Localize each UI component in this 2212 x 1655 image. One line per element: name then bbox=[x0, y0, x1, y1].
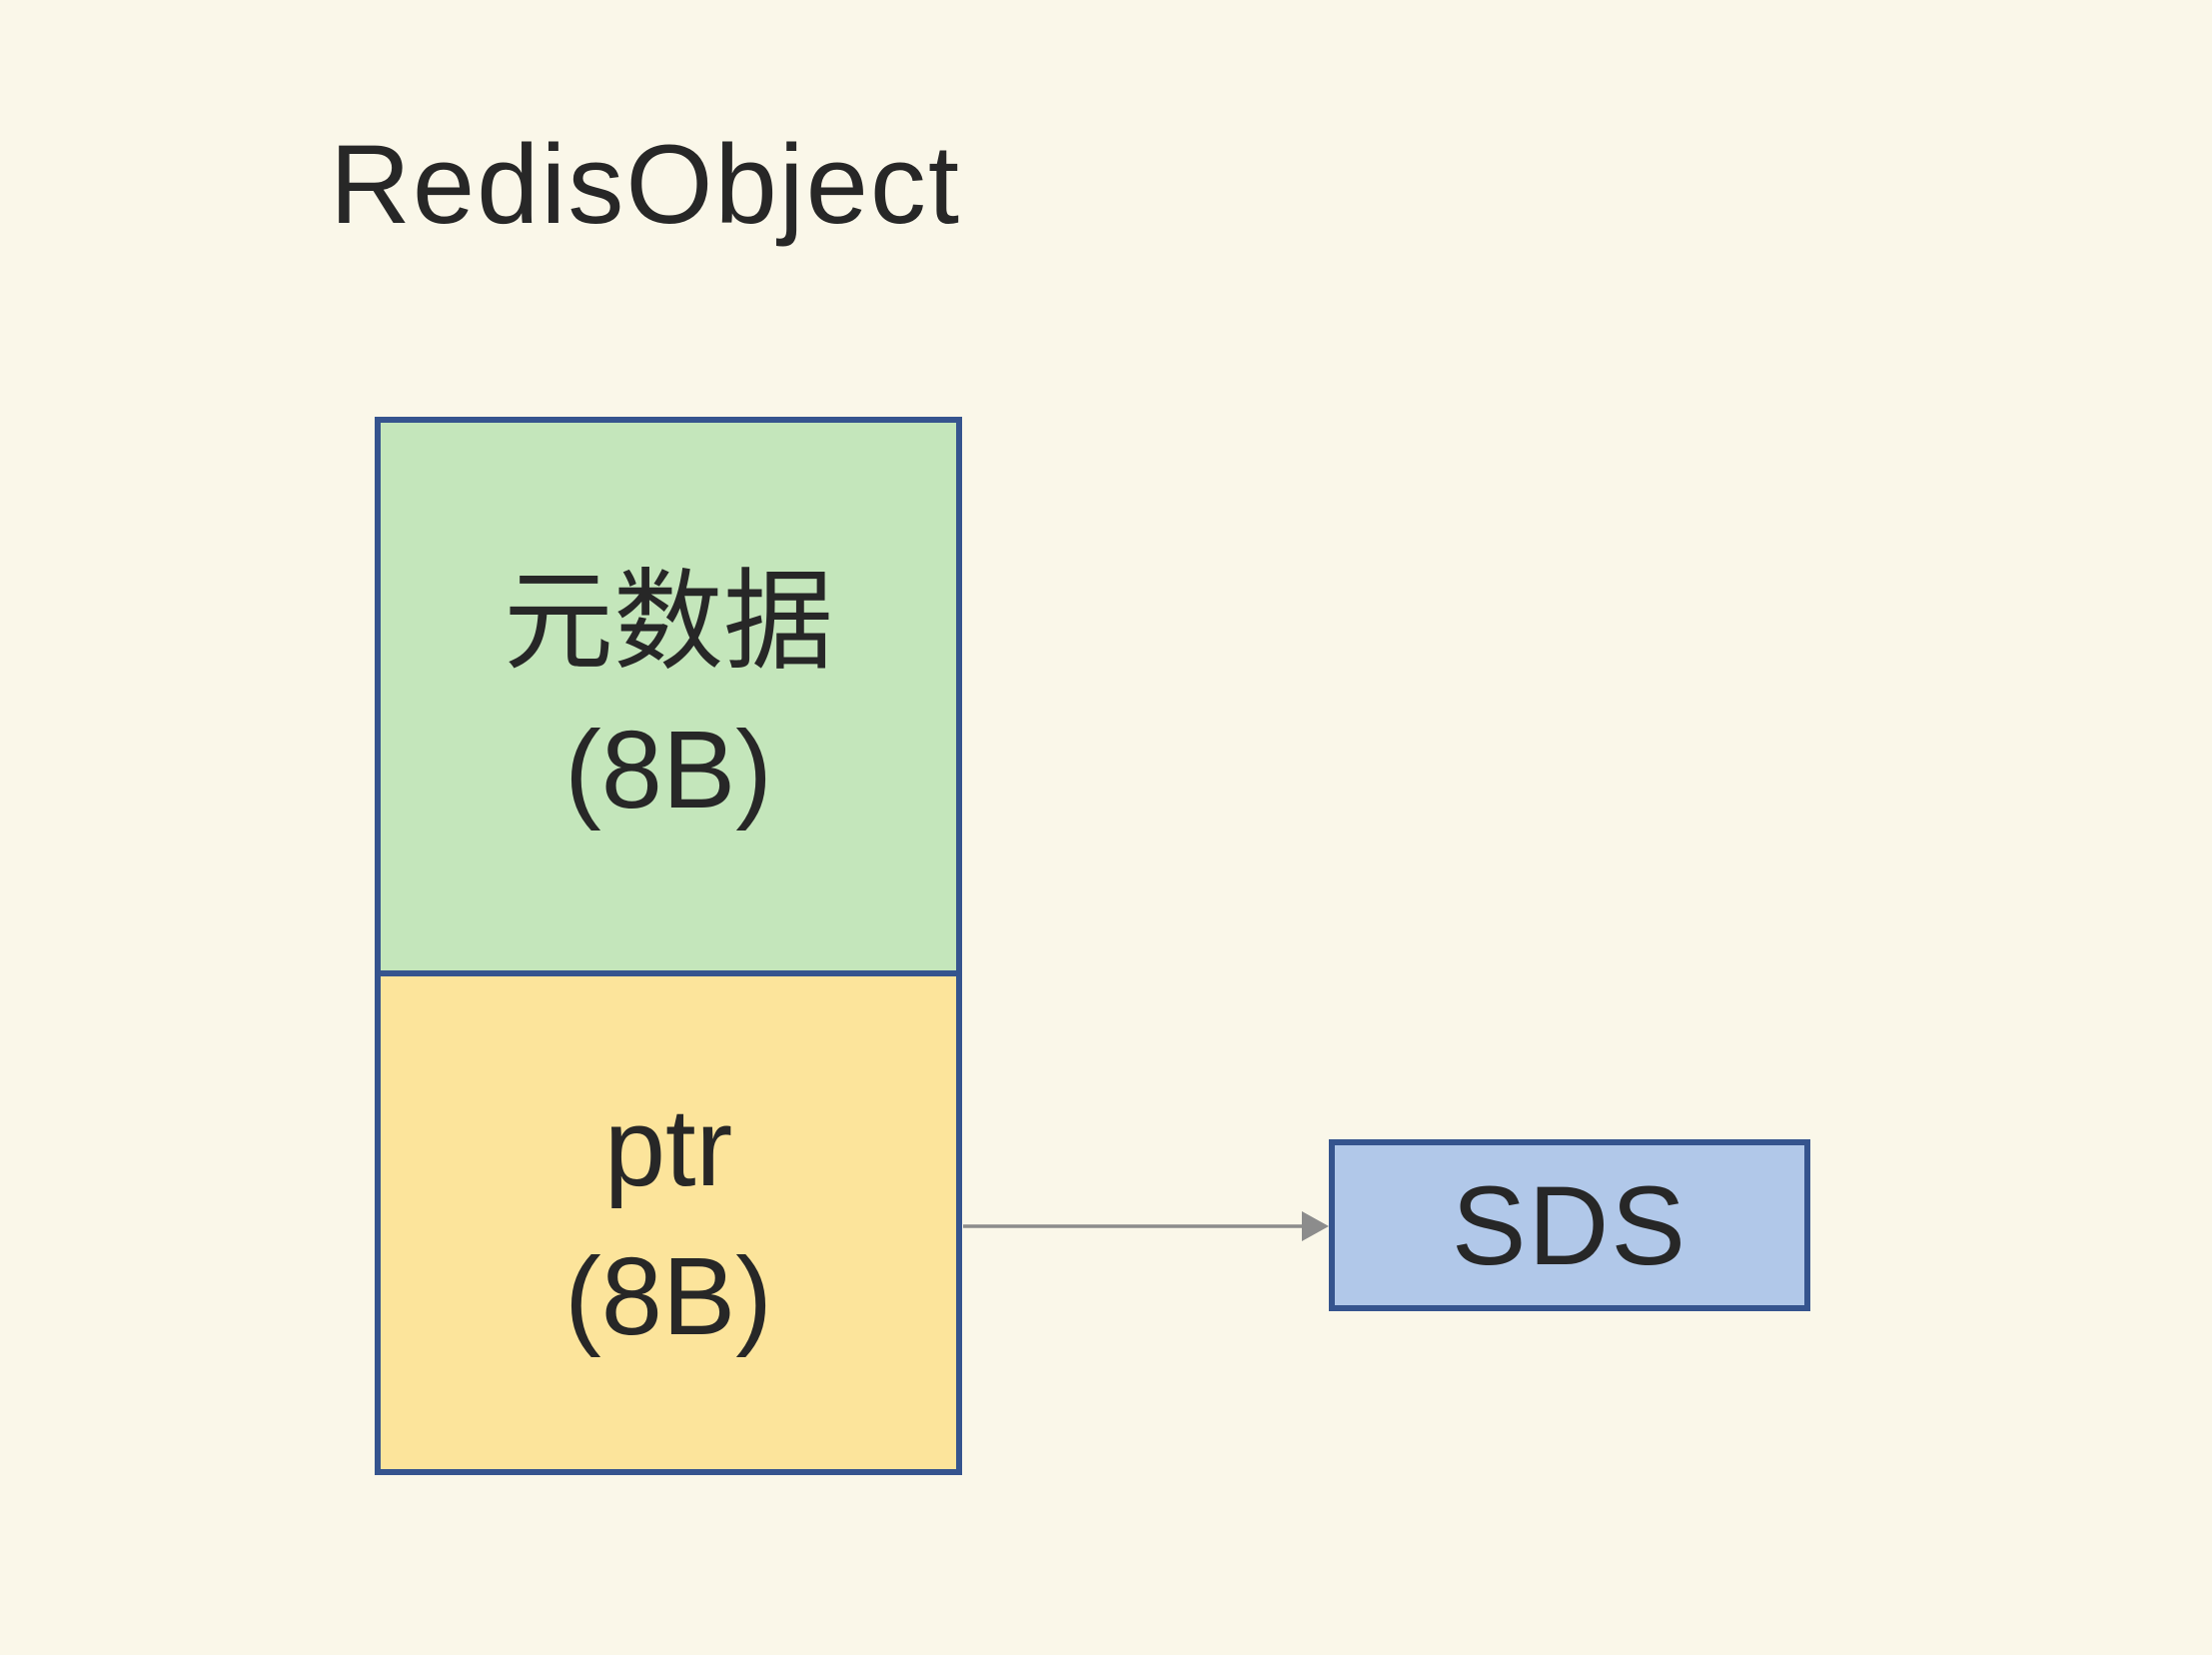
diagram-title: RedisObject bbox=[330, 122, 962, 247]
ptr-label: ptr bbox=[603, 1086, 733, 1209]
metadata-field: 元数据 (8B) bbox=[381, 423, 956, 976]
metadata-size: (8B) bbox=[564, 709, 772, 831]
sds-box: SDS bbox=[1329, 1139, 1810, 1311]
redis-object-box: 元数据 (8B) ptr (8B) bbox=[375, 417, 962, 1475]
sds-label: SDS bbox=[1451, 1162, 1688, 1288]
metadata-label: 元数据 bbox=[504, 560, 833, 684]
ptr-size: (8B) bbox=[564, 1234, 772, 1358]
ptr-field: ptr (8B) bbox=[381, 976, 956, 1469]
ptr-to-sds-arrow-icon bbox=[963, 1211, 1329, 1241]
